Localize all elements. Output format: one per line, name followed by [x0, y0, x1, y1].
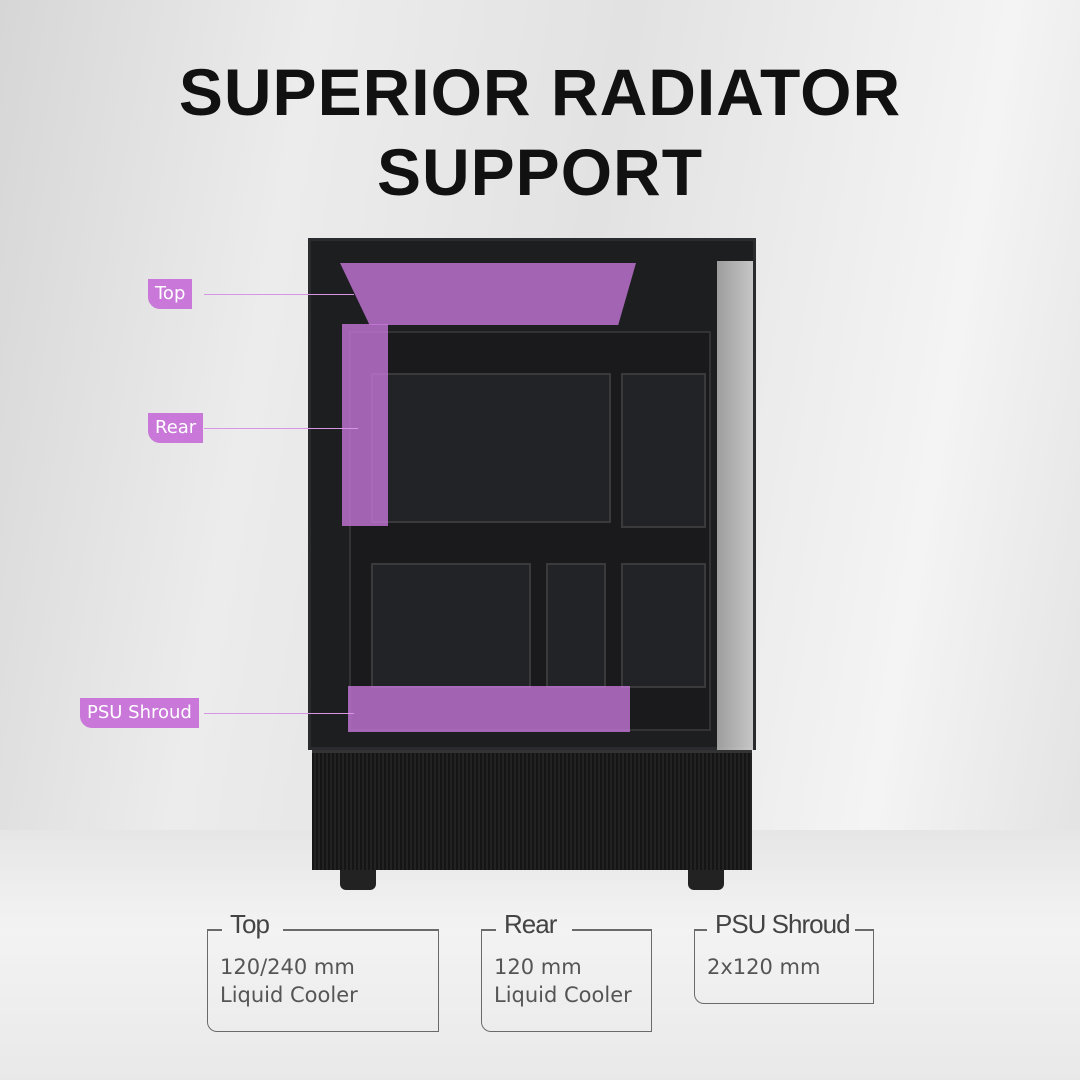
top-leader-line: [204, 294, 354, 295]
spec-detail: 120 mm Liquid Cooler: [494, 955, 632, 1007]
rear-radiator-highlight: [342, 324, 388, 526]
callout-rear: Rear: [148, 413, 204, 443]
spec-heading: PSU Shroud: [715, 909, 851, 939]
callout-psu-shroud: PSU Shroud: [80, 698, 199, 728]
front-mesh-panel: [312, 750, 752, 870]
spec-detail: 2x120 mm: [707, 955, 821, 979]
spec-box-rear: Rear 120 mm Liquid Cooler: [481, 909, 652, 1032]
motherboard-tray: [349, 331, 711, 731]
case-foot: [688, 870, 724, 890]
case-foot: [340, 870, 376, 890]
side-glass: [717, 261, 753, 751]
spec-heading: Rear: [504, 909, 557, 939]
title-line-1: SUPERIOR RADIATOR: [178, 55, 902, 129]
top-radiator-highlight: [340, 263, 636, 325]
case-frame: [308, 238, 756, 751]
callout-top: Top: [148, 279, 193, 309]
psu-shroud-highlight: [348, 686, 630, 732]
page-title: SUPERIOR RADIATOR SUPPORT: [0, 52, 1080, 212]
spec-detail: 120/240 mm Liquid Cooler: [220, 955, 358, 1007]
spec-box-top: Top 120/240 mm Liquid Cooler: [207, 909, 439, 1032]
spec-box-psu-shroud: PSU Shroud 2x120 mm: [694, 909, 874, 1004]
spec-heading: Top: [230, 909, 270, 939]
title-line-2: SUPPORT: [376, 135, 704, 209]
rear-leader-line: [204, 428, 358, 429]
psu-leader-line: [204, 713, 354, 714]
floor-background: [0, 830, 1080, 1080]
pc-case-image: [308, 238, 756, 890]
